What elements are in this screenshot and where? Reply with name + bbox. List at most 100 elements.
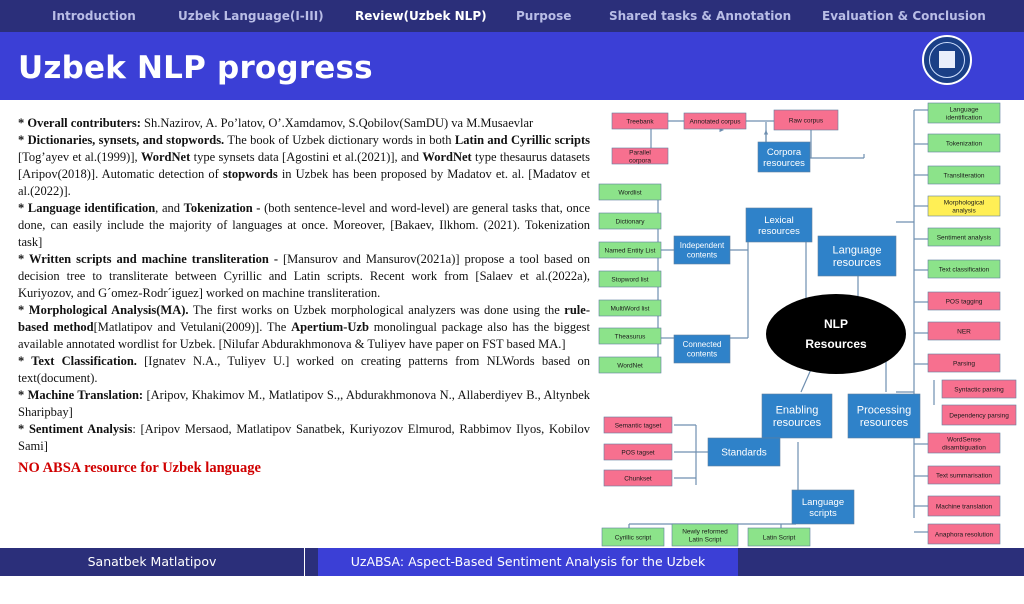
task-morph-label: Morphological — [944, 199, 985, 206]
title-bar: Uzbek NLP progress — [0, 32, 1024, 100]
latin-script-box — [747, 527, 811, 547]
raw-corpus-box — [773, 109, 839, 131]
language-scripts-hub-label: Language — [802, 497, 844, 508]
named-entity-list-label: Named Entity List — [605, 247, 656, 254]
bold-text: Tokenization - — [183, 201, 261, 215]
chunkset-box — [603, 469, 673, 487]
text: [Mansurov and Mansurov(2021a)] propose a… — [18, 252, 591, 300]
review-content: * Overall contributers: Sh.Nazirov, A. P… — [18, 115, 590, 477]
pos-tagset-box — [603, 443, 673, 461]
enabling-resources-hub-label: Enabling — [776, 405, 819, 417]
newly-reformed-latin-script-box — [671, 523, 739, 547]
multiword-list-box — [598, 299, 662, 317]
bold-text: * Language identification — [18, 201, 156, 215]
nav-item-introduction[interactable]: Introduction — [52, 9, 136, 23]
bold-text: stopwords — [222, 167, 278, 181]
language-scripts-hub-box — [791, 489, 855, 525]
task-morph-box — [927, 195, 1001, 217]
bold-text: * Dictionaries, synsets, and stopwords. — [18, 133, 225, 147]
enabling-resources-hub-label: resources — [773, 417, 822, 429]
nav-item-uzbek-language[interactable]: Uzbek Language(I-III) — [178, 9, 324, 23]
task-sentiment-label: Sentiment analysis — [937, 234, 992, 241]
wordlist-box — [598, 183, 662, 201]
task-pos_tagging-box — [927, 291, 1001, 311]
task-anaphora-label: Anaphora resolution — [935, 531, 994, 538]
raw-corpus-label: Raw corpus — [789, 117, 824, 124]
wordnet-label: WordNet — [617, 362, 643, 369]
task-sentiment-box — [927, 227, 1001, 247]
latin-script-label: Latin Script — [763, 534, 796, 541]
paragraph-contributors: * Overall contributers: Sh.Nazirov, A. P… — [18, 115, 590, 132]
corpora-resources-hub-label: Corpora — [767, 147, 802, 158]
language-resources-hub-label: resources — [833, 257, 882, 269]
text: monolingual package also has the biggest… — [18, 320, 590, 351]
parallel-corpora-box — [611, 147, 669, 165]
dictionary-label: Dictionary — [616, 218, 646, 225]
task-tokenization-box — [927, 133, 1001, 153]
task-mt-label: Machine translation — [936, 503, 993, 510]
standards-hub-label: Standards — [721, 448, 767, 459]
nav-item-review[interactable]: Review(Uzbek NLP) — [355, 9, 487, 23]
paragraph-dictionaries: * Dictionaries, synsets, and stopwords. … — [18, 132, 590, 200]
nav-item-purpose[interactable]: Purpose — [516, 9, 572, 23]
text: [Aripov, Khakimov M., Matlatipov S.,, Ab… — [18, 388, 591, 419]
bold-text: rule-based method — [18, 303, 590, 334]
newly-reformed-latin-script-label: Latin Script — [689, 536, 722, 543]
bold-text: Apertium-Uzb — [291, 320, 369, 334]
semantic-tagset-box — [603, 416, 673, 434]
thesaurus-label: Theasurus — [615, 333, 646, 340]
text: in Uzbek has been proposed by Madatov et… — [18, 167, 590, 198]
nlp-resources-label-line1: NLP — [824, 317, 848, 331]
processing-resources-hub-label: resources — [860, 417, 909, 429]
multiword-list-label: MultiWord list — [611, 305, 650, 312]
task-dependency-label: Dependency parsing — [949, 412, 1009, 419]
logo-ring — [929, 42, 965, 78]
task-summarisation-box — [927, 465, 1001, 485]
lexical-resources-hub-box — [745, 207, 813, 243]
parallel-corpora-label: Parallel — [629, 149, 651, 156]
treebank-label: Treebank — [626, 118, 654, 125]
bold-text: * Overall contributers: — [18, 116, 141, 130]
processing-resources-hub-label: Processing — [857, 405, 911, 417]
bold-text: WordNet — [140, 150, 191, 164]
task-transliteration-label: Transliteration — [944, 172, 985, 179]
task-summarisation-label: Text summarisation — [936, 472, 992, 479]
task-parsing-label: Parsing — [953, 360, 975, 367]
wordlist-label: Wordlist — [618, 189, 642, 196]
bold-text: * Text Classification. — [18, 354, 137, 368]
text: [Tog’ayev et al.(1999)], — [18, 150, 141, 164]
bold-text: Latin and Cyrillic scripts — [454, 133, 590, 147]
bold-text: * Machine Translation: — [18, 388, 144, 402]
task-pos_tagging-label: POS tagging — [946, 298, 983, 305]
university-logo-icon — [922, 35, 972, 85]
independent-contents-hub-box — [673, 235, 731, 265]
annotated-corpus-box — [683, 112, 747, 130]
bold-text: * Morphological Analysis(MA). — [18, 303, 189, 317]
text: : [Aripov Mersaod, Matlatipov Sanatbek, … — [18, 422, 590, 453]
language-scripts-hub-label: scripts — [809, 508, 837, 519]
footer-talk-title: UzABSA: Aspect-Based Sentiment Analysis … — [318, 548, 738, 597]
parallel-corpora-label: corpora — [629, 157, 651, 164]
connected-contents-hub-label: contents — [687, 350, 717, 359]
task-anaphora-box — [927, 523, 1001, 545]
nlp-resources-label-line2: Resources — [805, 337, 867, 351]
text: type synsets data [Agostini et al.(2021)… — [190, 150, 423, 164]
named-entity-list-box — [598, 241, 662, 259]
paragraph-text-classification: * Text Classification. [Ignatev N.A., Tu… — [18, 353, 590, 387]
text: type thesaurus datasets [Aripov(2018)]. … — [18, 150, 590, 181]
pos-tagset-label: POS tagset — [621, 449, 654, 456]
top-navigation: Introduction Uzbek Language(I-III) Revie… — [0, 0, 1024, 32]
corpora-resources-hub-label: resources — [763, 158, 805, 169]
stopword-list-label: Stopword list — [611, 276, 648, 283]
paragraph-transliteration: * Written scripts and machine transliter… — [18, 251, 590, 302]
task-lang_id-box — [927, 102, 1001, 124]
nav-item-shared-tasks[interactable]: Shared tasks & Annotation — [609, 9, 792, 23]
nav-item-evaluation[interactable]: Evaluation & Conclusion — [822, 9, 986, 23]
text: Sh.Nazirov, A. Po’latov, O’.Xamdamov, S.… — [140, 116, 534, 130]
independent-contents-hub-label: Independent — [680, 241, 725, 250]
task-syntactic-label: Syntactic parsing — [954, 386, 1004, 393]
paragraph-sentiment: * Sentiment Analysis: [Aripov Mersaod, M… — [18, 421, 590, 455]
nlp-resources-hub-ellipse — [766, 294, 906, 374]
connected-contents-hub-box — [673, 334, 731, 364]
